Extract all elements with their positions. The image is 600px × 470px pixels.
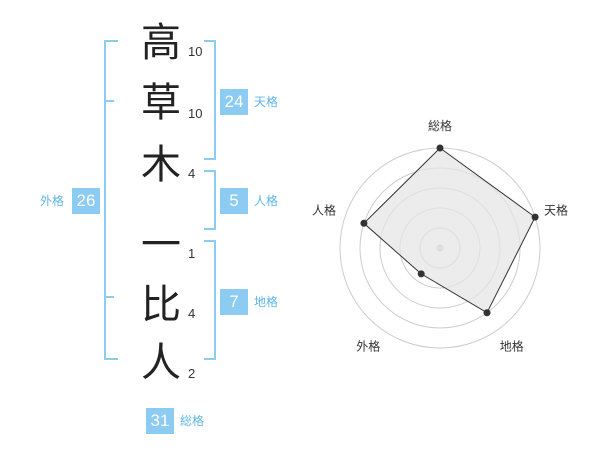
chikaku-label: 地格 <box>254 295 279 309</box>
gaikaku-bracket-tick-1 <box>104 100 114 102</box>
chikaku-bracket <box>204 240 216 360</box>
radar-points <box>360 144 539 317</box>
gaikaku-label: 外格 <box>40 194 65 208</box>
stroke-count-2: 10 <box>188 106 203 121</box>
tenkaku-badge: 24 <box>220 89 248 115</box>
stroke-count-5: 4 <box>188 306 196 321</box>
radar-axis-label-外格: 外格 <box>356 339 380 354</box>
radar-point-人格 <box>360 219 368 227</box>
name-char-1: 高 <box>141 20 181 66</box>
stroke-count-6: 2 <box>188 366 196 381</box>
soukaku-badge: 31 <box>146 408 174 434</box>
stroke-count-1: 10 <box>188 44 203 59</box>
radar-point-地格 <box>483 309 491 317</box>
radar-axis-label-総格: 総格 <box>428 118 452 133</box>
radar-point-総格 <box>436 144 444 152</box>
tenkaku-bracket <box>204 40 216 160</box>
name-char-4: 一 <box>141 222 181 268</box>
jinkaku-bracket <box>204 170 216 230</box>
radar-axis-label-人格: 人格 <box>312 202 336 217</box>
chikaku-badge: 7 <box>220 289 248 315</box>
jinkaku-badge: 5 <box>220 188 248 214</box>
stroke-count-3: 4 <box>188 166 196 181</box>
name-char-6: 人 <box>141 340 181 386</box>
gaikaku-bracket-tick-2 <box>104 296 114 298</box>
gaikaku-badge: 26 <box>72 188 100 214</box>
tenkaku-label: 天格 <box>254 95 279 109</box>
soukaku-label: 総格 <box>180 414 205 428</box>
name-char-5: 比 <box>141 282 181 328</box>
radar-area <box>363 147 536 314</box>
gaikaku-bracket <box>104 40 118 360</box>
name-char-3: 木 <box>141 142 181 188</box>
radar-point-外格 <box>417 270 425 278</box>
radar-point-天格 <box>531 213 539 221</box>
radar-axis-label-地格: 地格 <box>500 339 524 354</box>
stroke-count-4: 1 <box>188 246 196 261</box>
jinkaku-label: 人格 <box>254 194 279 208</box>
radar-axis-label-天格: 天格 <box>544 202 568 217</box>
name-char-2: 草 <box>141 80 181 126</box>
